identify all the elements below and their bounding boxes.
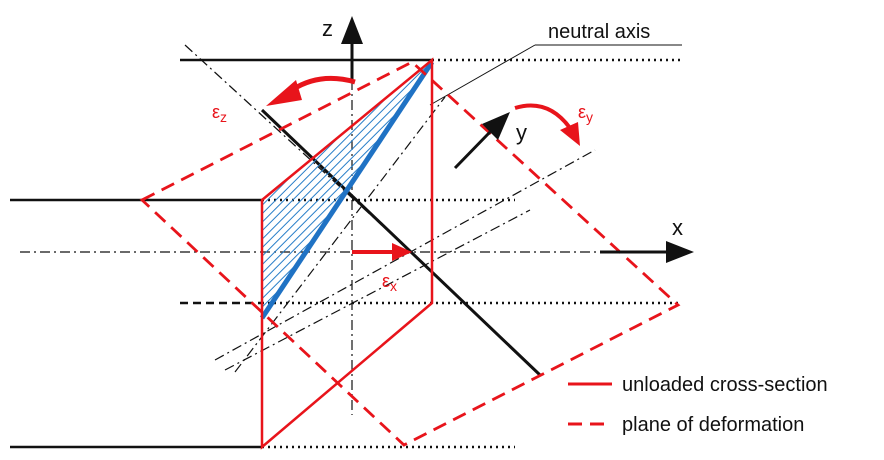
diag-centerline-3 <box>224 209 531 371</box>
center-lines <box>20 44 660 415</box>
y-axis-label: y <box>516 120 527 145</box>
x-axis-label: x <box>672 215 683 240</box>
y-arrow-head <box>482 112 510 140</box>
axis-arrows <box>341 16 694 263</box>
neutral-axis-line <box>260 108 542 377</box>
z-axis-label: z <box>322 16 333 41</box>
eps-y-label: εy <box>578 102 593 125</box>
y-axis-arrow <box>453 130 492 170</box>
diag-centerline-2 <box>214 149 596 361</box>
eps-y-head <box>560 122 580 146</box>
x-arrow-head <box>666 241 694 263</box>
strain-arrows <box>266 75 580 261</box>
legend-solid-label: unloaded cross-section <box>622 374 828 396</box>
eps-z-label: εz <box>212 102 227 125</box>
eps-z-arc <box>290 75 356 93</box>
wedge-edge-blue <box>259 60 435 320</box>
eps-x-head <box>392 243 412 261</box>
eps-x-label: εx <box>382 271 397 294</box>
neutral-axis-leader <box>429 44 536 106</box>
z-arrow-head <box>341 16 363 44</box>
eps-y-arc <box>514 103 572 130</box>
eps-z-head <box>266 80 302 106</box>
legend: unloaded cross-section plane of deformat… <box>568 374 828 436</box>
legend-dashed-label: plane of deformation <box>622 414 804 436</box>
plane-of-deformation <box>139 60 681 447</box>
unloaded-cross-section <box>260 57 434 450</box>
neutral-axis-label: neutral axis <box>548 21 650 43</box>
diag-centerline-4 <box>234 96 446 373</box>
